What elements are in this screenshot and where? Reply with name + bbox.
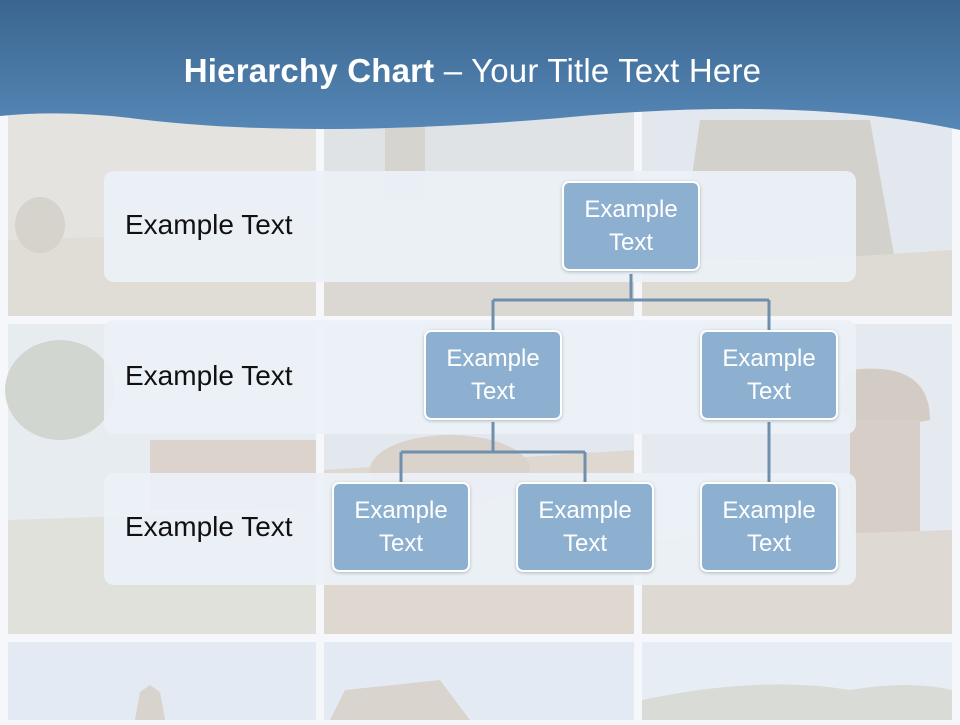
node-root-text: Example Text <box>584 196 678 256</box>
header-banner: Hierarchy Chart – Your Title Text Here <box>0 0 960 140</box>
node-level2-left: Example Text <box>424 330 562 420</box>
node-root: Example Text <box>562 181 700 271</box>
level-band-1: Example Text <box>104 171 856 282</box>
page-title: Hierarchy Chart – Your Title Text Here <box>0 52 945 90</box>
node-level3-b: Example Text <box>516 482 654 572</box>
node-level3-b-text: Example Text <box>538 497 632 557</box>
photo-tile <box>8 642 316 720</box>
header-wave <box>0 0 960 130</box>
level-label-3: Example Text <box>125 511 293 542</box>
node-level3-c-text: Example Text <box>722 497 816 557</box>
photo-tile <box>324 642 634 720</box>
level-label-1: Example Text <box>125 209 293 240</box>
level-label-2: Example Text <box>125 360 293 391</box>
node-level2-right: Example Text <box>700 330 838 420</box>
node-level2-left-text: Example Text <box>446 345 540 405</box>
title-bold: Hierarchy Chart <box>183 52 435 89</box>
node-level3-a: Example Text <box>332 482 470 572</box>
node-level3-a-text: Example Text <box>354 497 448 557</box>
title-rest: – Your Title Text Here <box>434 52 762 89</box>
node-level2-right-text: Example Text <box>722 345 816 405</box>
node-level3-c: Example Text <box>700 482 838 572</box>
photo-tile <box>642 642 952 720</box>
